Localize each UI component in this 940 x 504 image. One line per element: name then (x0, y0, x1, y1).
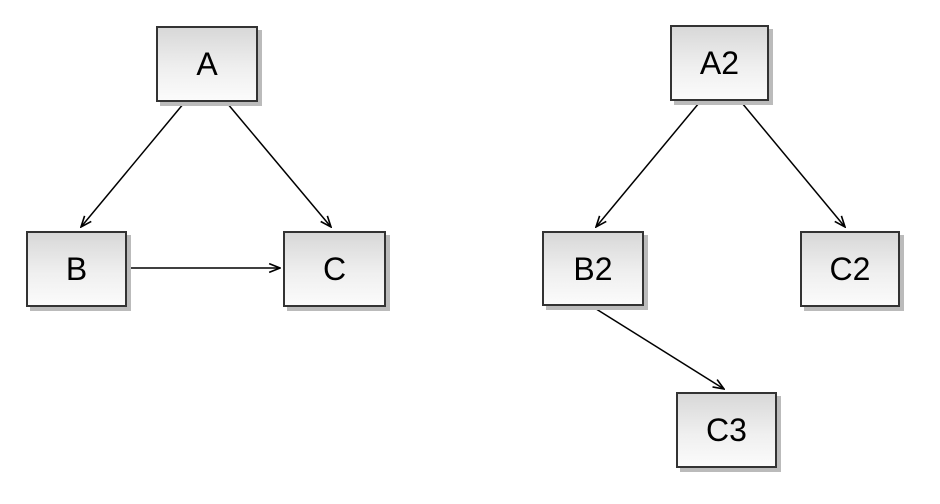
node-b2-label: B2 (573, 250, 613, 287)
node-c3[interactable]: C3 (676, 392, 777, 468)
edge-a-to-c (226, 102, 331, 227)
node-b-label: B (65, 251, 88, 287)
node-a[interactable]: A (156, 26, 258, 102)
edge-a2-to-c2 (741, 102, 845, 227)
node-c2-label: C2 (829, 251, 871, 287)
node-c-label: C (322, 251, 347, 287)
node-b2[interactable]: B2 (542, 231, 644, 306)
node-c[interactable]: C (283, 231, 386, 307)
node-c2[interactable]: C2 (800, 231, 900, 307)
edge-b2-to-c3 (592, 306, 724, 389)
edge-a-to-b (81, 102, 185, 227)
node-b[interactable]: B (26, 231, 127, 307)
node-c3-label: C3 (706, 412, 747, 448)
node-a2[interactable]: A2 (670, 25, 769, 101)
edge-a2-to-b2 (596, 102, 700, 227)
node-a2-label: A2 (699, 45, 740, 81)
node-a-label: A (196, 46, 218, 82)
